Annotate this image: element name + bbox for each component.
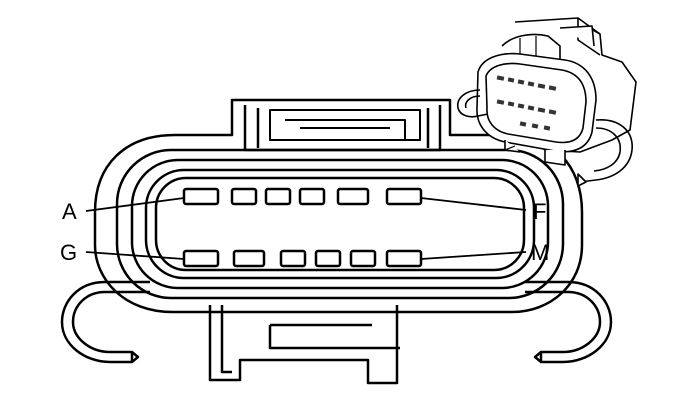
cavity-face	[154, 176, 526, 272]
cavity-c	[264, 187, 292, 206]
cavity-d	[298, 187, 326, 206]
cavity-f	[385, 187, 423, 206]
connector-latch	[243, 105, 442, 152]
cavity-row-top	[182, 187, 423, 206]
pin-label-m: M	[531, 240, 549, 265]
cavity-e	[336, 187, 370, 206]
connector-base	[208, 305, 400, 385]
cavity-row-bottom	[182, 249, 423, 268]
pin-label-a: A	[62, 199, 77, 224]
cavity-a	[182, 187, 220, 206]
seal-outline-3	[144, 168, 536, 280]
cavity-l	[349, 249, 377, 268]
cavity-h	[232, 249, 266, 268]
cavity-b	[230, 187, 258, 206]
cavity-g	[182, 249, 220, 268]
leader-line-a	[85, 197, 185, 212]
leader-line-f	[420, 197, 527, 211]
cavity-m	[385, 249, 423, 268]
leader-line-m	[420, 251, 527, 260]
connector-face-view	[60, 98, 613, 385]
seal-outline-1	[115, 148, 565, 300]
pin-label-f: F	[533, 199, 546, 224]
pin-label-g: G	[60, 240, 77, 265]
seal-outline-2	[130, 158, 550, 290]
leader-line-g	[85, 251, 185, 260]
leader-lines	[85, 197, 527, 260]
cavity-k	[314, 249, 342, 268]
thumbnail-cavities	[496, 75, 557, 131]
connector-isometric-view	[456, 17, 637, 187]
retainer-clips	[60, 280, 613, 364]
cavity-j	[279, 249, 307, 268]
